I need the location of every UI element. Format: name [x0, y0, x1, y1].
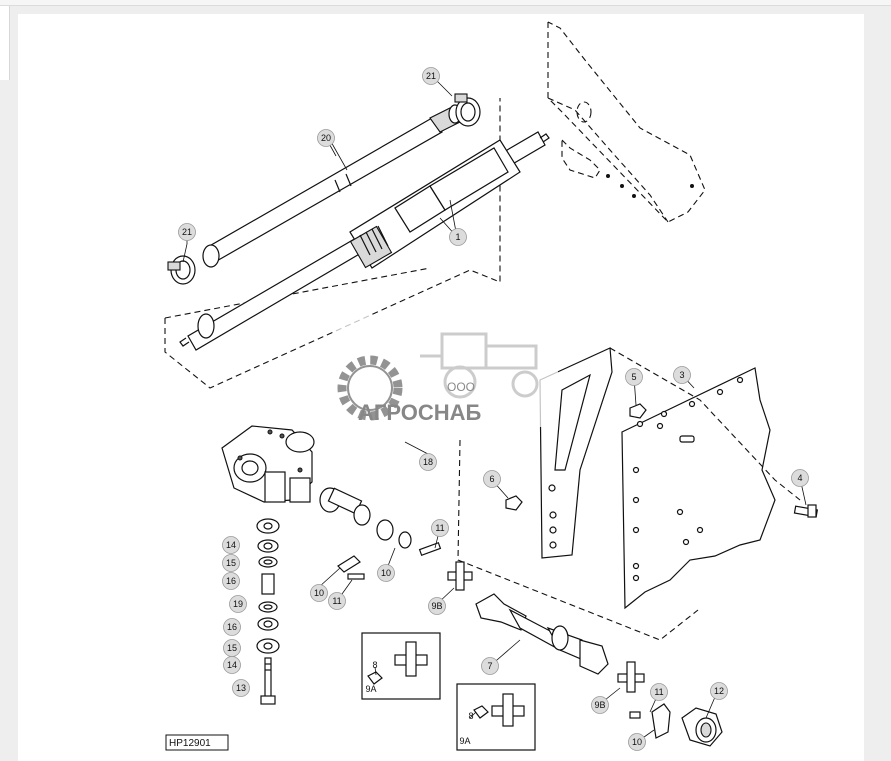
svg-text:15: 15 [226, 558, 236, 568]
svg-text:6: 6 [489, 474, 494, 484]
callout-5: 5 [625, 368, 643, 386]
svg-text:11: 11 [332, 596, 341, 606]
bolt-13 [260, 657, 276, 705]
svg-text:21: 21 [182, 227, 192, 237]
callout-9b-upper: 9B [428, 597, 446, 615]
watermark-company-name: АГРОСНАБ [358, 400, 482, 425]
nut-5 [629, 403, 647, 419]
gear-icon [337, 355, 403, 421]
svg-text:16: 16 [226, 576, 236, 586]
callout-6: 6 [483, 470, 501, 488]
svg-text:8: 8 [468, 711, 473, 721]
kit-labels: 8 9A 8 9A [365, 660, 473, 746]
callout-3: 3 [673, 366, 691, 384]
washer-stack [256, 518, 280, 654]
u-joint-cross-9b-upper [447, 561, 473, 591]
hose-clamp-21-lower [167, 255, 196, 285]
watermark-prefix: ООО [447, 380, 475, 394]
callout-19: 19 [229, 595, 247, 613]
callout-20: 20 [317, 129, 335, 147]
tractor-icon [420, 332, 539, 399]
bracket-10-middle [337, 555, 365, 580]
yoke-collar-12 [681, 707, 723, 747]
callout-18: 18 [419, 453, 437, 471]
callout-10-lower: 10 [628, 733, 646, 751]
clamp-10-lower [629, 703, 671, 739]
callout-10-middle: 10 [377, 564, 395, 582]
svg-text:11: 11 [435, 523, 444, 533]
callout-14-lower: 14 [223, 656, 241, 674]
callout-14-upper: 14 [222, 536, 240, 554]
svg-text:10: 10 [314, 588, 324, 598]
nut-6 [505, 495, 523, 511]
u-joint-kit-9a-right [456, 683, 536, 751]
watermark-logo: ООО АГРОСНАБ [333, 315, 558, 427]
bolt-4 [793, 504, 819, 518]
svg-text:14: 14 [226, 540, 236, 550]
svg-text:3: 3 [679, 370, 684, 380]
svg-text:7: 7 [487, 661, 492, 671]
svg-text:10: 10 [632, 737, 642, 747]
bolt-11-upper [418, 541, 442, 557]
svg-text:13: 13 [236, 683, 246, 693]
callout-11-upper: 11 [431, 519, 449, 537]
lower-group-outline [457, 439, 699, 641]
parts-diagram-sheet: 21 20 21 1 3 5 4 6 18 11 10 10 11 9B 7 9… [18, 14, 864, 761]
callout-13: 13 [232, 679, 250, 697]
svg-text:9A: 9A [459, 736, 470, 746]
u-joint-cross-9b-lower [617, 661, 645, 693]
output-coupling [319, 487, 412, 549]
svg-text:15: 15 [227, 643, 237, 653]
frame-side-plate [547, 21, 706, 223]
callout-11-left: 11 [328, 592, 346, 610]
exploded-parts-diagram: 21 20 21 1 3 5 4 6 18 11 10 10 11 9B 7 9… [164, 21, 819, 751]
callout-10-left: 10 [310, 584, 328, 602]
side-panel-edge [0, 6, 10, 80]
svg-text:9B: 9B [594, 700, 605, 710]
svg-text:19: 19 [233, 599, 243, 609]
plate-alignment-line [609, 347, 801, 501]
main-drive-shaft-1 [179, 131, 550, 351]
svg-text:14: 14 [227, 660, 237, 670]
gearbox-housing [221, 425, 315, 503]
svg-text:4: 4 [797, 473, 802, 483]
callout-4: 4 [791, 469, 809, 487]
svg-text:20: 20 [321, 133, 331, 143]
callout-21-lower: 21 [178, 223, 196, 241]
callout-9b-lower: 9B [591, 696, 609, 714]
callout-16-upper: 16 [222, 572, 240, 590]
svg-text:5: 5 [631, 372, 636, 382]
svg-text:16: 16 [227, 622, 237, 632]
svg-text:8: 8 [372, 660, 377, 670]
svg-text:21: 21 [426, 71, 436, 81]
svg-text:9B: 9B [431, 601, 442, 611]
shield-plate-3 [621, 367, 776, 610]
window-top-bar [0, 0, 891, 6]
callout-15-lower: 15 [223, 639, 241, 657]
callout-16-lower: 16 [223, 618, 241, 636]
drive-shaft-7 [475, 593, 609, 675]
svg-text:9A: 9A [365, 684, 376, 694]
u-joint-kit-9a-left [361, 632, 441, 700]
callout-11-lower: 11 [650, 683, 668, 701]
svg-text:12: 12 [714, 686, 724, 696]
svg-text:11: 11 [654, 687, 663, 697]
drawing-reference: HP12901 [165, 734, 229, 751]
callout-15-upper: 15 [222, 554, 240, 572]
callout-7: 7 [481, 657, 499, 675]
hose-clamp-21-upper [454, 93, 481, 127]
callout-21-upper: 21 [422, 67, 440, 85]
callout-1: 1 [449, 228, 467, 246]
svg-text:10: 10 [381, 568, 391, 578]
svg-text:HP12901: HP12901 [169, 738, 211, 749]
svg-text:1: 1 [455, 232, 460, 242]
callout-12: 12 [710, 682, 728, 700]
svg-text:18: 18 [423, 457, 433, 467]
tube-assembly-20 [202, 104, 462, 268]
